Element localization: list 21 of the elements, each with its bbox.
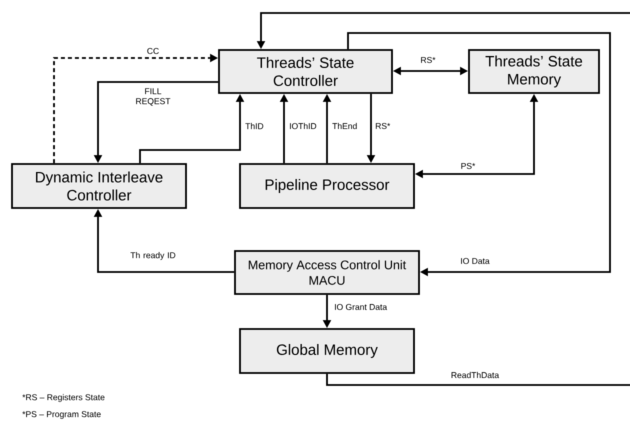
edge-label: ThEnd xyxy=(331,122,358,130)
block-box: Threads’ State Memory xyxy=(468,49,600,94)
arrow xyxy=(347,32,611,276)
edge-label: IOThID xyxy=(288,122,318,130)
edge-label: ReadThData xyxy=(450,370,500,380)
footnote: *RS – Registers State xyxy=(22,394,104,402)
edge-label: Th ready ID xyxy=(127,251,179,261)
edge-label: IO Data xyxy=(459,256,491,265)
block-box: Threads’ State Controller xyxy=(218,49,393,94)
block-box: Pipeline Processor xyxy=(239,163,415,209)
block-box: Global Memory xyxy=(239,328,415,374)
edge-label: ThID xyxy=(244,122,265,130)
edge-label: RS* xyxy=(419,56,437,64)
edge-label: IO Grant Data xyxy=(333,302,388,311)
edge-label: FILL REQEST xyxy=(132,87,174,107)
block-box: Memory Access Control Unit MACU xyxy=(234,250,420,295)
edge-label: CC xyxy=(146,46,160,55)
footnote: *PS – Program State xyxy=(22,411,101,419)
edge-label: PS* xyxy=(460,162,476,170)
block-box: Dynamic Interleave Controller xyxy=(11,163,187,209)
edge-label: RS* xyxy=(374,122,392,130)
